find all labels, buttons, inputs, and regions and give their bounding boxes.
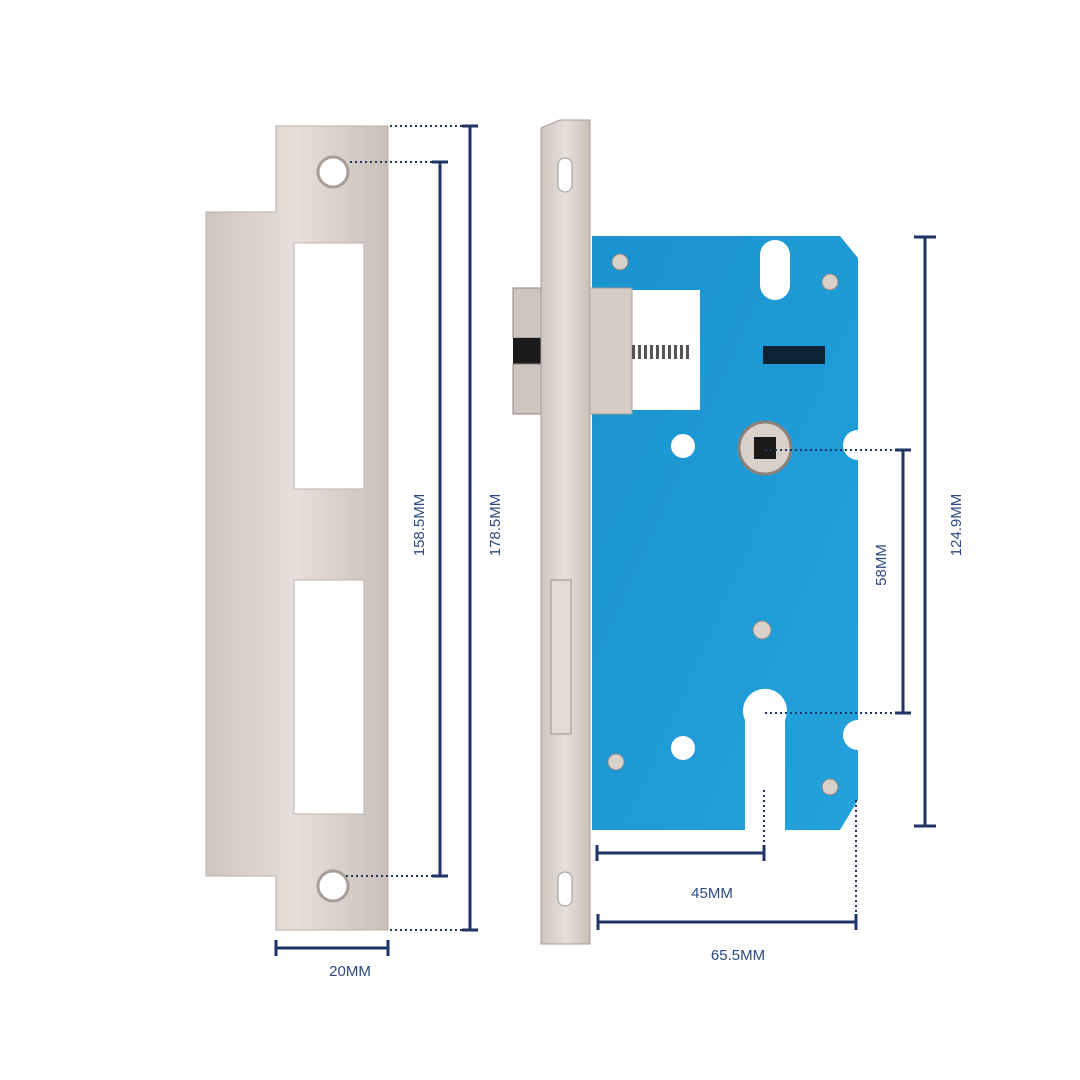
strike-slot-lower [293, 579, 365, 815]
label-backset: 45MM [691, 885, 733, 902]
label-body-depth: 65.5MM [711, 947, 765, 964]
latch-housing [589, 287, 633, 415]
label-strike-width: 20MM [329, 963, 371, 980]
screw-hole-icon [316, 155, 350, 189]
dimension-lines [274, 124, 936, 956]
label-centre-distance: 58MM [873, 544, 890, 586]
label-case-height: 124.9MM [948, 494, 965, 557]
cylinder-hole [743, 688, 787, 830]
strike-plate [205, 125, 389, 931]
screw-hole-icon [316, 869, 350, 903]
deadbolt [550, 579, 572, 735]
faceplate [540, 119, 591, 945]
label-strike-inner-height: 158.5MM [411, 494, 428, 557]
strike-slot-upper [293, 242, 365, 490]
label-strike-total-height: 178.5MM [487, 494, 504, 557]
